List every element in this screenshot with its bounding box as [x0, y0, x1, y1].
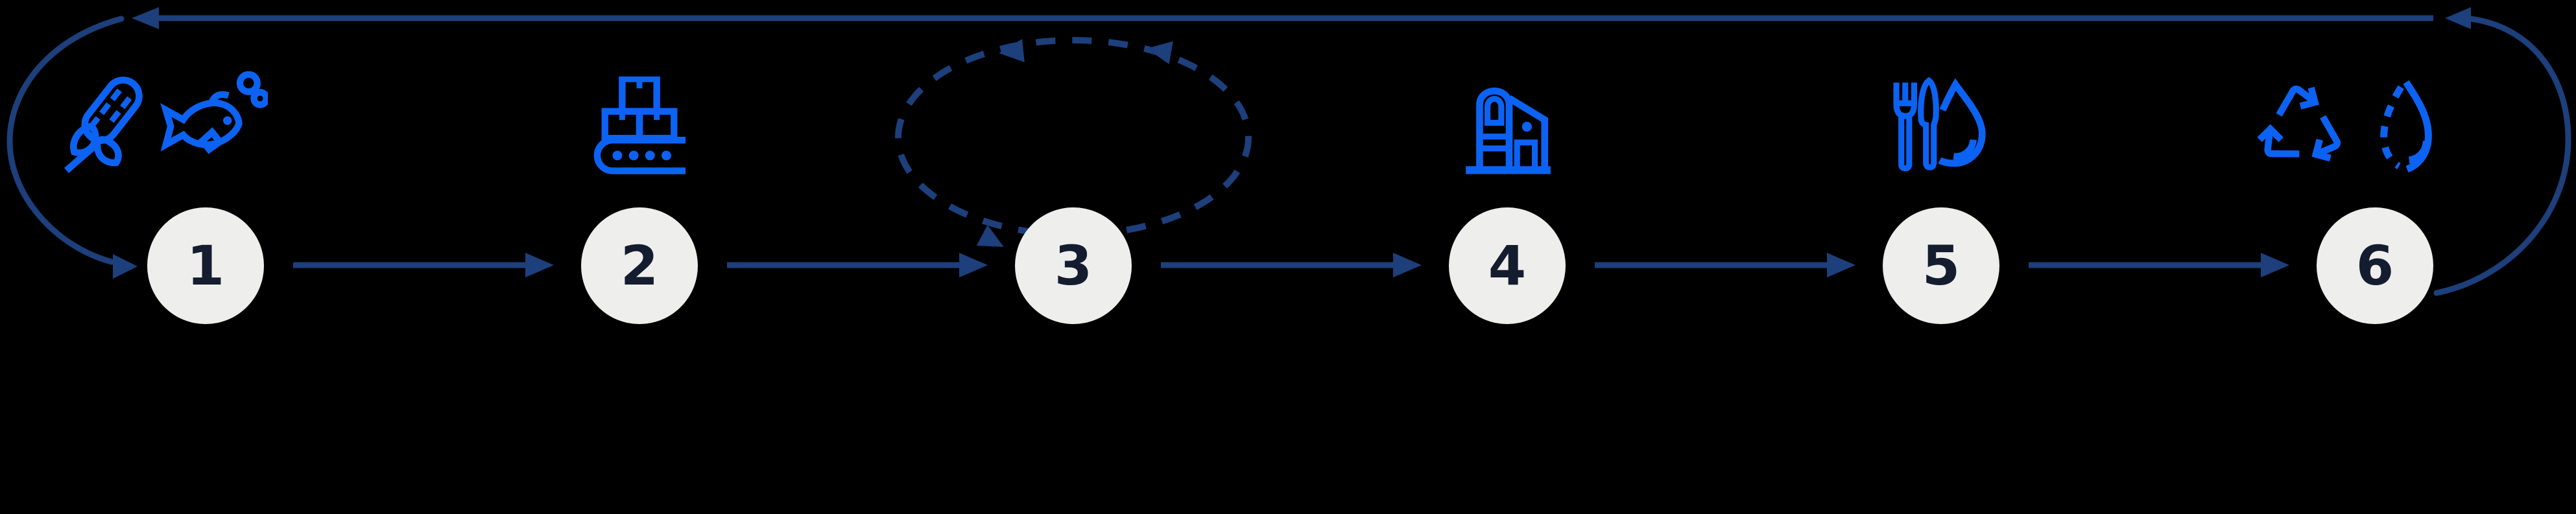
step-number: 1 [186, 234, 225, 298]
return-loop-right-arc [2433, 16, 2571, 296]
step-circle-3: 3 [1015, 207, 1132, 324]
flow-arrow-3-4 [1161, 253, 1422, 277]
barn-icon [1466, 88, 1551, 174]
flow-arrow-4-5 [1595, 253, 1855, 277]
fish-icon [160, 71, 268, 154]
dashed-loop-ellipse [895, 37, 1252, 238]
step-number: 6 [2355, 234, 2394, 298]
flow-arrow-5-6 [2029, 253, 2289, 277]
step-circle-4: 4 [1449, 207, 1566, 324]
step-number: 3 [1054, 234, 1093, 298]
arrowhead-icon [2261, 253, 2289, 277]
barn-window [1521, 121, 1532, 132]
corn-cob-icon [64, 76, 143, 173]
water-drop-dashed-icon [2380, 80, 2432, 173]
bubble [236, 71, 261, 95]
fork-knife-water-drop-icon [1893, 76, 1986, 172]
return-loop-arrowhead-top-right-icon [2445, 7, 2471, 29]
dashed-loop-arrowhead-icon [999, 39, 1025, 62]
step-number: 4 [1488, 234, 1527, 298]
fish-eye [223, 116, 232, 125]
arrowhead-icon [525, 253, 554, 277]
return-loop-arrowhead-into-step1-icon [113, 254, 137, 279]
step-circle-1: 1 [147, 207, 264, 324]
step-circle-5: 5 [1883, 207, 1999, 324]
recycling-arrows-icon [2257, 86, 2341, 162]
return-loop-arrow [6, 7, 2571, 296]
arrowhead-icon [1393, 253, 1422, 277]
arrowhead-icon [1827, 253, 1855, 277]
step-circle-2: 2 [581, 207, 698, 324]
step-number: 5 [1922, 234, 1961, 298]
step-circle-6: 6 [2317, 207, 2433, 324]
dashed-loop-arrowhead-icon [1147, 41, 1173, 65]
conveyor-belt-icon [593, 76, 686, 174]
dashed-loop-arrowhead-into-step3-icon [976, 225, 1004, 247]
step-number: 2 [620, 234, 659, 298]
bubble [250, 89, 268, 108]
arrowhead-icon [959, 253, 988, 277]
return-loop-arrowhead-left-icon [132, 7, 159, 29]
flow-arrow-2-3 [727, 253, 988, 277]
flow-arrow-1-2 [293, 253, 554, 277]
return-loop-left-arc [6, 16, 125, 265]
